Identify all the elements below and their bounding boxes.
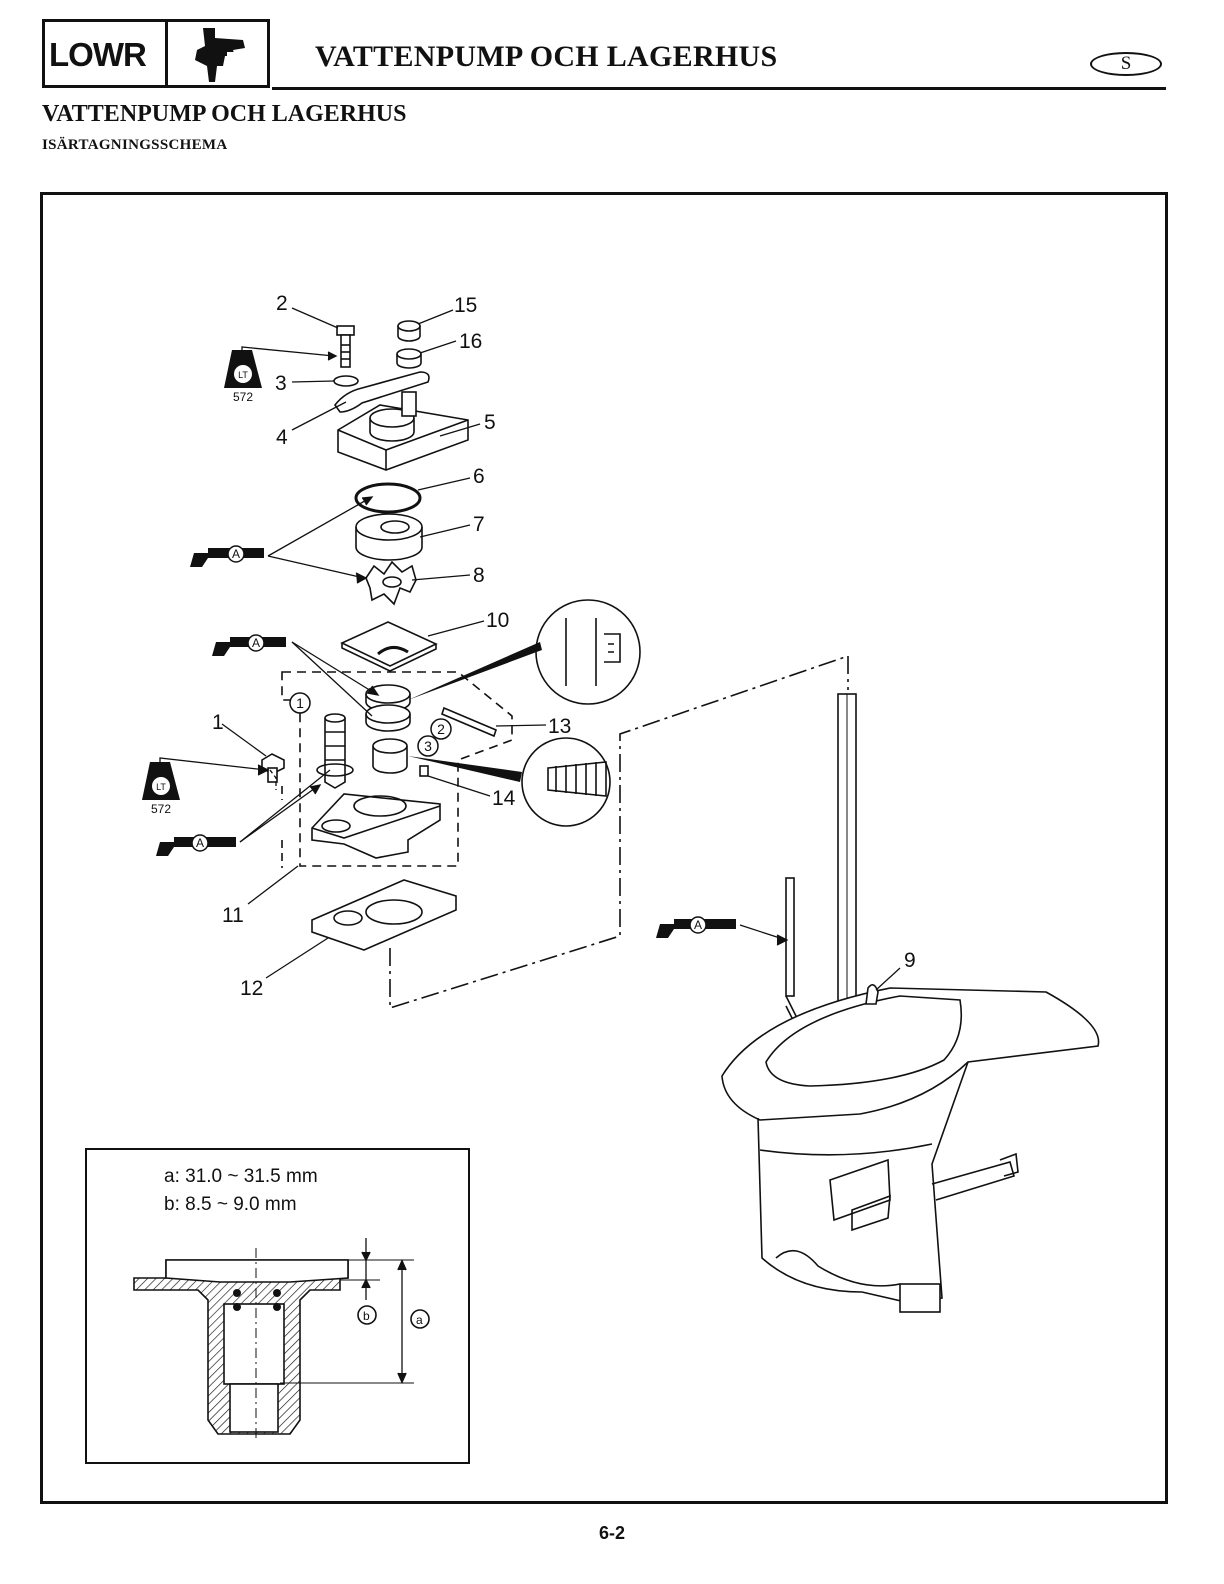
assembly-centerline bbox=[390, 656, 848, 1008]
part-2-bolt bbox=[337, 326, 354, 367]
lt-badge-text: LT bbox=[156, 782, 166, 792]
part-7-insert-cartridge bbox=[356, 514, 422, 560]
loctite-icon: LT 572 bbox=[142, 762, 180, 816]
step-label-3: 3 bbox=[424, 738, 432, 754]
spec-box: a: 31.0 ~ 31.5 mm b: 8.5 ~ 9.0 mm b a bbox=[86, 1149, 469, 1463]
part-label-12: 12 bbox=[240, 977, 263, 1000]
lt-code-top: 572 bbox=[233, 390, 253, 404]
part-3-washer bbox=[334, 376, 358, 386]
grease-badge-text: A bbox=[252, 636, 260, 650]
part-label-1: 1 bbox=[212, 711, 224, 734]
grease-gun-icon: A bbox=[190, 546, 264, 567]
grease-gun-icon: A bbox=[156, 835, 236, 856]
part-label-3: 3 bbox=[275, 372, 287, 395]
step-label-1: 1 bbox=[296, 695, 304, 711]
lower-unit-casing bbox=[722, 694, 1099, 1312]
spec-marker-b: b bbox=[363, 1309, 370, 1323]
part-16-grommet bbox=[397, 349, 421, 368]
part-15-bushing bbox=[398, 321, 420, 341]
part-12-gasket bbox=[312, 880, 456, 950]
part-label-6: 6 bbox=[473, 465, 485, 488]
part-10-outer-plate bbox=[342, 622, 436, 671]
part-label-15: 15 bbox=[454, 294, 477, 317]
page-number: 6-2 bbox=[0, 1523, 1224, 1544]
part-label-13: 13 bbox=[548, 715, 571, 738]
part-11-bearing-housing bbox=[312, 794, 440, 858]
lt-code-bottom: 572 bbox=[151, 802, 171, 816]
grease-badge-text: A bbox=[196, 836, 204, 850]
part-label-8: 8 bbox=[473, 564, 485, 587]
spec-line-a: a: 31.0 ~ 31.5 mm bbox=[164, 1166, 318, 1187]
part-label-14: 14 bbox=[492, 787, 516, 810]
detail-circle-seal bbox=[536, 600, 640, 704]
lt-badge-text: LT bbox=[238, 370, 248, 380]
part-label-16: 16 bbox=[459, 330, 482, 353]
part-label-4: 4 bbox=[276, 426, 288, 449]
detail-circle-bearing bbox=[522, 738, 610, 826]
part-label-11: 11 bbox=[222, 904, 244, 927]
needle-bearing bbox=[373, 739, 407, 773]
part-label-2: 2 bbox=[276, 292, 288, 315]
spec-line-b: b: 8.5 ~ 9.0 mm bbox=[164, 1194, 297, 1215]
part-label-9: 9 bbox=[904, 949, 916, 972]
part-14-dowel bbox=[420, 766, 428, 776]
loctite-icon: LT 572 bbox=[224, 350, 262, 404]
part-8-impeller bbox=[366, 562, 416, 604]
step-label-2: 2 bbox=[437, 721, 445, 737]
part-label-7: 7 bbox=[473, 513, 485, 536]
spec-marker-a: a bbox=[416, 1313, 423, 1327]
grease-badge-text: A bbox=[232, 547, 240, 561]
part-label-5: 5 bbox=[484, 411, 496, 434]
grease-gun-icon: A bbox=[212, 635, 286, 656]
grease-gun-icon: A bbox=[656, 917, 736, 938]
part-label-10: 10 bbox=[486, 609, 509, 632]
grease-badge-text: A bbox=[694, 918, 702, 932]
